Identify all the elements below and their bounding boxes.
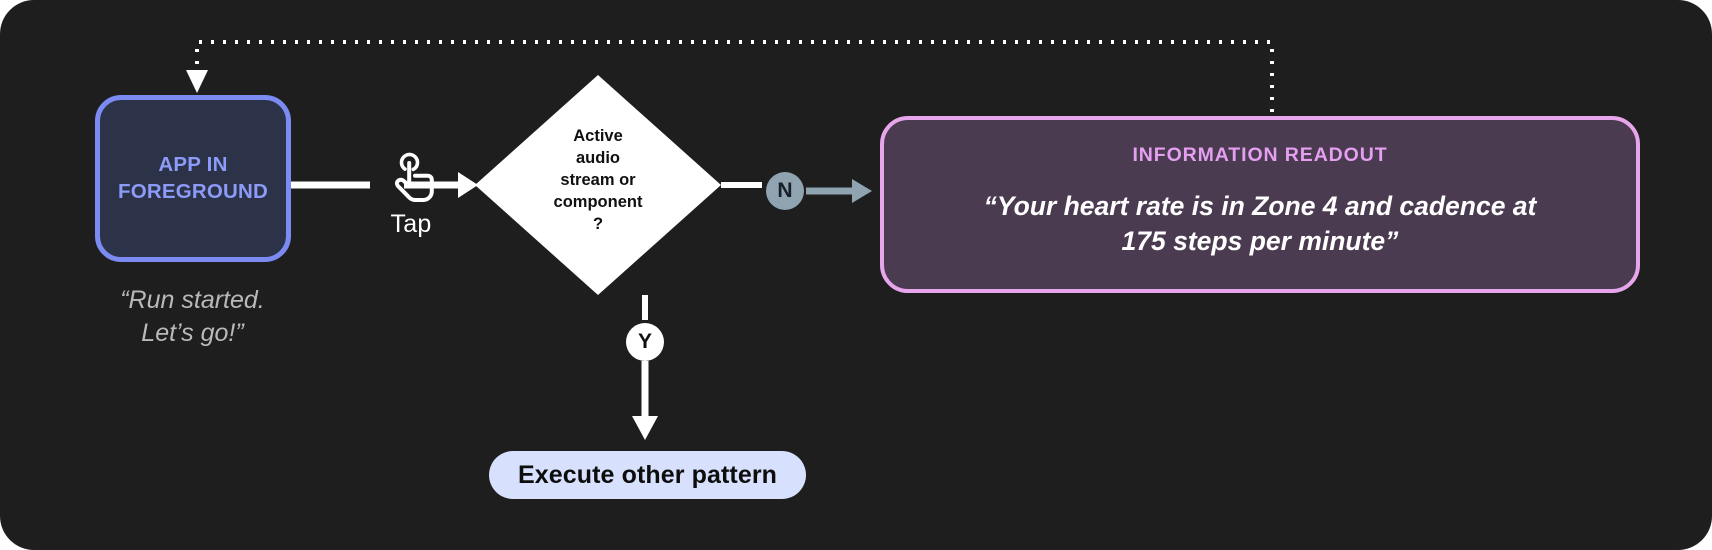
information-readout-body: “Your heart rate is in Zone 4 and cadenc… [983,191,1537,257]
node-execute-other-pattern[interactable]: Execute other pattern [489,451,806,499]
branch-badge-yes-letter: Y [637,330,652,353]
node-information-readout[interactable]: INFORMATION READOUT “Your heart rate is … [880,116,1640,293]
arrowhead-into-app-node [186,70,208,93]
branch-badge-yes: Y [626,323,664,361]
decision-diamond [475,75,721,295]
branch-badge-no: N [766,172,804,210]
app-node-caption: “Run started. Let’s go!” [120,286,265,347]
branch-badge-no-letter: N [777,179,793,202]
gesture-tap[interactable]: Tap [374,150,448,239]
arrowhead-into-readout [852,179,872,203]
node-app-in-foreground[interactable]: APP IN FOREGROUND [95,95,291,262]
tap-gesture-icon [394,152,434,202]
arrowhead-into-execute [632,416,658,440]
node-execute-other-pattern-label: Execute other pattern [517,460,778,489]
connector-readout-feedback-to-app [195,40,1274,112]
gesture-tap-label: Tap [390,210,432,238]
node-app-in-foreground-label: APP IN FOREGROUND [117,152,269,203]
arrowhead-into-decision [458,172,478,198]
information-readout-title: INFORMATION READOUT [1132,144,1388,166]
